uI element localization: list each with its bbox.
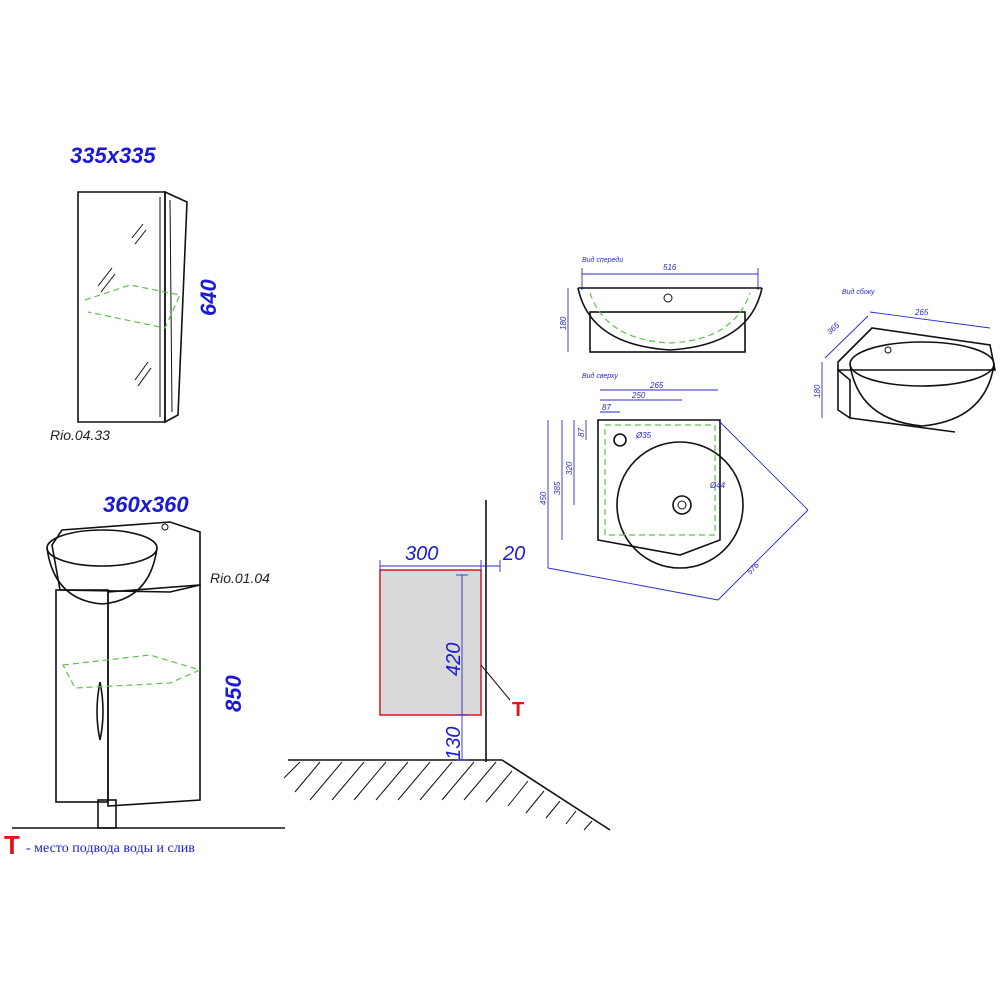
plan-offset-label: 20 — [502, 543, 525, 565]
basin-bowl-rim — [46, 529, 158, 567]
drain-hole — [672, 495, 692, 515]
faucet-hole-label: Ø35 — [635, 431, 652, 440]
basin-top-title: Вид сверху — [582, 372, 618, 380]
door-handle — [96, 681, 104, 741]
vanity-leg — [97, 799, 117, 829]
floor-corner-line — [501, 759, 611, 831]
basin-front-title: Вид спереди — [582, 256, 623, 264]
basin-top-w3-label: 87 — [602, 403, 611, 412]
basin-top-h2-label: 320 — [565, 461, 574, 475]
legend-marker: T — [4, 830, 20, 860]
mirror-side-panel — [164, 190, 188, 424]
basin-front-height-label: 180 — [559, 316, 568, 330]
basin-top-h3-label: 385 — [553, 481, 562, 495]
mirror-model-label: Rio.04.33 — [50, 427, 110, 443]
legend: T - место подвода воды и слив — [4, 830, 195, 860]
vanity-model-label: Rio.01.04 — [210, 570, 270, 586]
basin-front-body — [589, 311, 746, 353]
mirror-size-label: 335x335 — [70, 143, 156, 168]
basin-top-h1-label: 87 — [577, 428, 586, 437]
mirror-cabinet: 335x335 640 Rio.04.33 — [50, 143, 221, 443]
basin-top-w2-label: 250 — [631, 391, 646, 400]
drain-hole-label: Ø44 — [709, 481, 726, 490]
basin-iso-bowl — [849, 363, 995, 427]
legend-text: - место подвода воды и слив — [26, 841, 195, 856]
plan-width-label: 300 — [405, 543, 438, 565]
vanity-side — [55, 589, 109, 803]
mirror-shelf — [84, 284, 181, 329]
vanity-height-label: 850 — [221, 675, 246, 712]
plan-floor-gap-label: 130 — [443, 727, 465, 760]
basin-iso-d2-label: 365 — [825, 320, 841, 336]
basin-front-bowl — [577, 287, 763, 351]
plan-height-label: 420 — [443, 643, 465, 676]
vanity-unit: 360x360 Rio.01.04 850 — [12, 492, 285, 829]
basin-iso-title: Вид сбоку — [842, 288, 875, 296]
basin-iso-d3-label: 180 — [813, 384, 822, 398]
vanity-shelf — [62, 654, 202, 689]
basin-bowl — [46, 547, 158, 605]
mirror-front-panel — [77, 191, 166, 423]
vanity-door — [107, 584, 201, 807]
basin-iso-view: Вид сбоку 265 365 180 — [813, 288, 996, 433]
basin-iso-rim — [849, 341, 995, 387]
basin-top-outline — [597, 419, 721, 556]
basin-top-diag-label: 576 — [745, 560, 761, 576]
basin-front-width-label: 516 — [663, 263, 677, 272]
basin-top-h4-label: 450 — [539, 491, 548, 505]
floor-hatching — [283, 761, 593, 831]
basin-top-w1-label: 265 — [649, 381, 664, 390]
plan-t-marker: T — [512, 699, 524, 721]
basin-iso-side — [837, 368, 851, 420]
faucet-hole — [613, 433, 627, 447]
wall-plan: 300 20 420 130 T — [283, 500, 611, 831]
basin-iso-d1-label: 265 — [914, 308, 929, 317]
vanity-size-label: 360x360 — [103, 492, 189, 517]
basin-top-view: Вид сверху 265 250 87 Ø35 Ø44 450 385 32… — [539, 372, 809, 601]
vanity-footprint — [379, 569, 482, 716]
basin-top-bowl — [616, 441, 744, 569]
basin-front-view: Вид спереди 516 180 — [559, 256, 763, 353]
mirror-height-label: 640 — [196, 279, 221, 316]
basin-iso-top — [837, 327, 996, 371]
